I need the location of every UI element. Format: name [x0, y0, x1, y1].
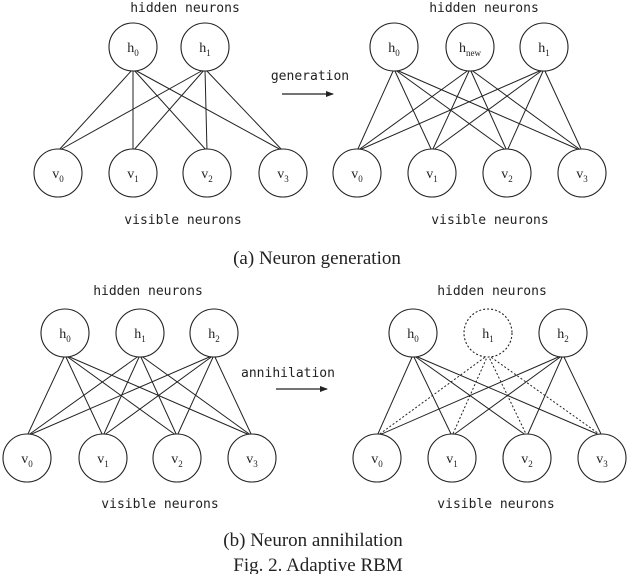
visible-neuron-b-after-2-label: v2 [521, 452, 533, 469]
visible-neuron-b-before-0-label: v0 [21, 452, 33, 469]
hidden-neuron-b-after-0-label: h0 [407, 327, 419, 344]
hidden-neuron-b-after-0: h0 [388, 308, 438, 358]
panel-b-right-hidden-label: hidden neurons [437, 284, 547, 299]
panel-a-left-visible-label: visible neurons [124, 213, 241, 228]
visible-neuron-a-before-3-label: v3 [277, 167, 289, 184]
hidden-neuron-b-before-1: h1 [115, 308, 165, 358]
panel-a-right-visible-label: visible neurons [431, 213, 548, 228]
visible-neuron-a-after-1: v1 [407, 148, 457, 198]
hidden-neuron-a-after-0-label: h0 [388, 41, 400, 58]
edge-panel-a-before-h1-v3 [204, 68, 284, 152]
edge-panel-a-before-h0-v0 [57, 68, 134, 152]
hidden-neuron-a-before-0-label: h0 [127, 41, 139, 58]
hidden-neuron-a-before-0: h0 [108, 22, 158, 72]
hidden-neuron-a-after-0: h0 [369, 22, 419, 72]
visible-neuron-b-before-3-label: v3 [246, 452, 258, 469]
edge-panel-b-after-h2-v2 [526, 354, 564, 437]
edge-panel-a-after-h1-v0 [356, 68, 545, 152]
hidden-neuron-a-after-1-label: h1 [538, 41, 550, 58]
visible-neuron-a-after-1-label: v1 [426, 167, 438, 184]
visible-neuron-a-before-1-label: v1 [127, 167, 139, 184]
visible-neuron-b-after-3-label: v3 [596, 452, 608, 469]
figure-caption: Fig. 2. Adaptive RBM [233, 555, 403, 574]
visible-neuron-a-before-3: v3 [258, 148, 308, 198]
visible-neuron-a-after-3: v3 [557, 148, 607, 198]
edge-panel-b-before-h2-v2 [176, 354, 215, 437]
edge-panel-a-before-h1-v1 [132, 68, 206, 152]
visible-neuron-b-before-2: v2 [152, 433, 202, 483]
panel-a-right-hidden-label: hidden neurons [429, 1, 539, 16]
edge-panel-b-after-h2-v1 [451, 354, 564, 437]
visible-neuron-b-after-1-label: v1 [446, 452, 458, 469]
visible-neuron-b-after-2: v2 [502, 433, 552, 483]
visible-neuron-a-before-2: v2 [182, 148, 232, 198]
visible-neuron-a-before-2-label: v2 [201, 167, 213, 184]
hidden-neuron-b-after-2: h2 [538, 308, 588, 358]
hidden-neuron-b-after-1: h1 [463, 308, 513, 358]
edge-panel-b-after-h0-v0 [376, 354, 414, 437]
visible-neuron-b-after-0-label: v0 [371, 452, 383, 469]
visible-neuron-b-before-1-label: v1 [97, 452, 109, 469]
panel-b-left-hidden-label: hidden neurons [93, 284, 203, 299]
edge-panel-a-before-h1-v0 [57, 68, 206, 152]
visible-neuron-b-before-2-label: v2 [171, 452, 183, 469]
visible-neuron-a-before-0: v0 [33, 148, 83, 198]
visible-neuron-a-before-1: v1 [108, 148, 158, 198]
hidden-neuron-a-before-1-label: h1 [199, 41, 211, 58]
visible-neuron-a-after-2-label: v2 [501, 167, 513, 184]
edge-panel-a-after-h1-v2 [506, 68, 545, 152]
hidden-neuron-b-after-2-label: h2 [557, 327, 569, 344]
edge-panel-b-before-h2-v3 [213, 354, 253, 437]
visible-neuron-b-after-1: v1 [427, 433, 477, 483]
visible-neuron-b-before-0: v0 [2, 433, 52, 483]
hidden-neuron-b-before-2-label: h2 [208, 327, 220, 344]
panel-a-left-hidden-label: hidden neurons [130, 1, 240, 16]
edge-panel-a-before-h0-v3 [132, 68, 284, 152]
edge-panel-a-after-h1-v1 [431, 68, 545, 152]
hidden-neuron-b-before-2: h2 [189, 308, 239, 358]
edge-panel-a-before-h1-v2 [204, 68, 208, 152]
edge-panel-b-after-h2-v0 [376, 354, 564, 437]
edge-panel-b-before-h1-v0 [26, 354, 141, 437]
hidden-neuron-a-before-1: h1 [180, 22, 230, 72]
caption-neuron-generation: (a) Neuron generation [233, 248, 401, 269]
edge-panel-b-before-h2-v1 [102, 354, 215, 437]
hidden-neuron-a-after-new: hnew [445, 22, 495, 72]
hidden-neuron-b-before-0-label: h0 [59, 327, 71, 344]
visible-neuron-a-after-0: v0 [332, 148, 382, 198]
hidden-neuron-b-before-1-label: h1 [134, 327, 146, 344]
panel-b-right-visible-label: visible neurons [437, 497, 554, 512]
visible-neuron-a-after-3-label: v3 [576, 167, 588, 184]
edge-panel-a-after-h0-v0 [356, 68, 395, 152]
edge-panel-a-after-h1-v3 [543, 68, 583, 152]
visible-neuron-a-after-2: v2 [482, 148, 532, 198]
edge-panel-b-before-h2-v0 [26, 354, 215, 437]
hidden-neuron-b-after-1-label: h1 [482, 327, 494, 344]
visible-neuron-b-after-3: v3 [577, 433, 627, 483]
annihilation-arrow-label: annihilation [241, 366, 335, 381]
visible-neuron-a-after-0-label: v0 [351, 167, 363, 184]
caption-neuron-annihilation: (b) Neuron annihilation [223, 530, 403, 551]
edge-panel-a-before-h0-v2 [132, 68, 208, 152]
visible-neuron-b-before-1: v1 [78, 433, 128, 483]
hidden-neuron-b-before-0: h0 [40, 308, 90, 358]
panel-b-left-visible-label: visible neurons [101, 497, 218, 512]
generation-arrow-label: generation [271, 69, 349, 84]
edge-panel-b-before-h0-v0 [26, 354, 66, 437]
edge-panel-b-after-h2-v3 [562, 354, 603, 437]
visible-neuron-a-before-0-label: v0 [52, 167, 64, 184]
visible-neuron-b-before-3: v3 [227, 433, 277, 483]
visible-neuron-b-after-0: v0 [352, 433, 402, 483]
edge-panel-a-after-hnew-v0 [356, 68, 471, 152]
hidden-neuron-a-after-1: h1 [519, 22, 569, 72]
edge-panel-b-after-h1-v0 [376, 354, 489, 437]
hidden-neuron-a-after-new-label: hnew [459, 41, 481, 58]
